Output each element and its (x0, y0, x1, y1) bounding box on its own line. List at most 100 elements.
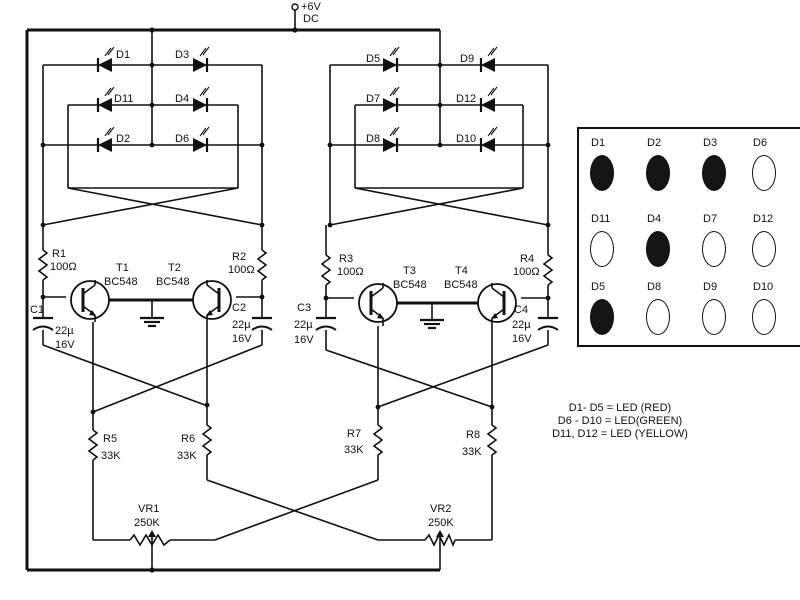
resistor-r6 (201, 424, 425, 541)
value-r8: 33K (462, 446, 482, 458)
resistor-r8 (455, 424, 498, 541)
legend-label: D3 (703, 137, 718, 149)
value-r1: 100Ω (50, 261, 77, 273)
resistor-r7 (170, 424, 384, 541)
transistor-t2 (192, 280, 232, 322)
label-d1: D1 (116, 49, 130, 61)
value-c4: 22µ (512, 319, 531, 331)
voltage-c3: 16V (294, 334, 314, 346)
legend-cell: D2 (637, 133, 695, 203)
junction-dot (149, 102, 155, 108)
capacitor-c1 (32, 316, 54, 331)
junction-dot (437, 62, 443, 68)
legend-led-green (752, 155, 776, 191)
value-vr1: 250K (134, 517, 160, 529)
value-r3: 100Ω (337, 266, 364, 278)
label-d11: D11 (114, 93, 133, 105)
led-d8 (383, 126, 400, 152)
legend-cell: D1 (581, 133, 639, 203)
legend-led-dotted (646, 299, 670, 335)
legend-label: D1 (591, 137, 606, 149)
legend-cell: D11 (581, 209, 639, 279)
label-r8: R8 (466, 429, 480, 441)
capacitor-c2 (251, 316, 273, 331)
led-d6 (193, 126, 210, 152)
legend-led-red (590, 155, 614, 191)
value-c3: 22µ (294, 319, 313, 331)
label-d12: D12 (456, 93, 476, 105)
led-d10 (479, 126, 498, 152)
value-vr2: 250K (428, 517, 454, 529)
label-d3: D3 (175, 49, 189, 61)
label-t3: T3 (403, 265, 416, 277)
legend-cell: D9 (693, 277, 751, 347)
junction-dot (545, 295, 551, 301)
legend-cell: D10 (743, 277, 800, 347)
legend-led-yellow (590, 231, 614, 267)
junction-dot (149, 27, 155, 33)
capacitor-c4 (537, 316, 559, 331)
led-d4 (193, 86, 210, 112)
label-vr1: VR1 (138, 503, 159, 515)
potentiometer-vr2 (424, 530, 456, 555)
label-c2: C2 (232, 302, 246, 314)
junction-dot (545, 142, 551, 148)
transistor-t3 (358, 283, 398, 326)
led-d1 (96, 46, 115, 72)
label-d5: D5 (366, 53, 380, 65)
legend-led-dotted (752, 299, 776, 335)
legend-cell: D6 (743, 133, 800, 203)
value-r6: 33K (177, 450, 197, 462)
label-vr2: VR2 (430, 503, 451, 515)
led-d2 (96, 126, 115, 152)
legend-label: D10 (753, 281, 774, 293)
value-c1: 22µ (55, 325, 74, 337)
label-r6: R6 (181, 433, 195, 445)
led-d3 (193, 46, 210, 72)
key-line-red: D1- D5 = LED (RED) (568, 402, 672, 414)
legend-label: D4 (647, 213, 662, 225)
label-d8: D8 (366, 133, 380, 145)
capacitor-c3 (315, 316, 337, 331)
legend-label: D9 (703, 281, 718, 293)
legend-cell: D3 (693, 133, 751, 203)
legend-led-red (646, 231, 670, 267)
label-d10: D10 (456, 133, 476, 145)
value-r7: 33K (344, 444, 364, 456)
junction-dot (292, 27, 298, 33)
led-d11 (96, 86, 115, 112)
legend-label: D2 (647, 137, 662, 149)
supply-terminal (291, 3, 299, 11)
resistor-r4 (542, 225, 554, 298)
label-r1: R1 (52, 248, 66, 260)
legend-led-red (702, 155, 726, 191)
value-r2: 100Ω (228, 264, 255, 276)
voltage-c4: 16V (512, 333, 532, 345)
legend-label: D11 (591, 213, 611, 225)
label-d6: D6 (175, 133, 189, 145)
voltage-c1: 16V (55, 339, 75, 351)
label-d7: D7 (366, 93, 380, 105)
led-d12 (479, 86, 498, 112)
type-t4: BC548 (444, 279, 478, 291)
label-r3: R3 (339, 253, 353, 265)
value-r5: 33K (101, 450, 121, 462)
led-d9 (479, 46, 498, 72)
junction-dot (149, 567, 155, 573)
type-t1: BC548 (104, 276, 138, 288)
junction-dot (545, 222, 551, 228)
type-t3: BC548 (393, 279, 427, 291)
supply-label: +6V (301, 1, 322, 13)
junction-dot (327, 142, 333, 148)
junction-dot (149, 62, 155, 68)
junction-dot (259, 142, 265, 148)
legend-led-yellow (752, 231, 776, 267)
supply-sublabel: DC (303, 13, 319, 25)
voltage-c2: 16V (232, 333, 252, 345)
resistor-r2 (256, 225, 268, 297)
legend-cell: D12 (743, 209, 800, 279)
label-t1: T1 (116, 262, 129, 274)
legend-label: D5 (591, 281, 606, 293)
legend-led-green (702, 231, 726, 267)
